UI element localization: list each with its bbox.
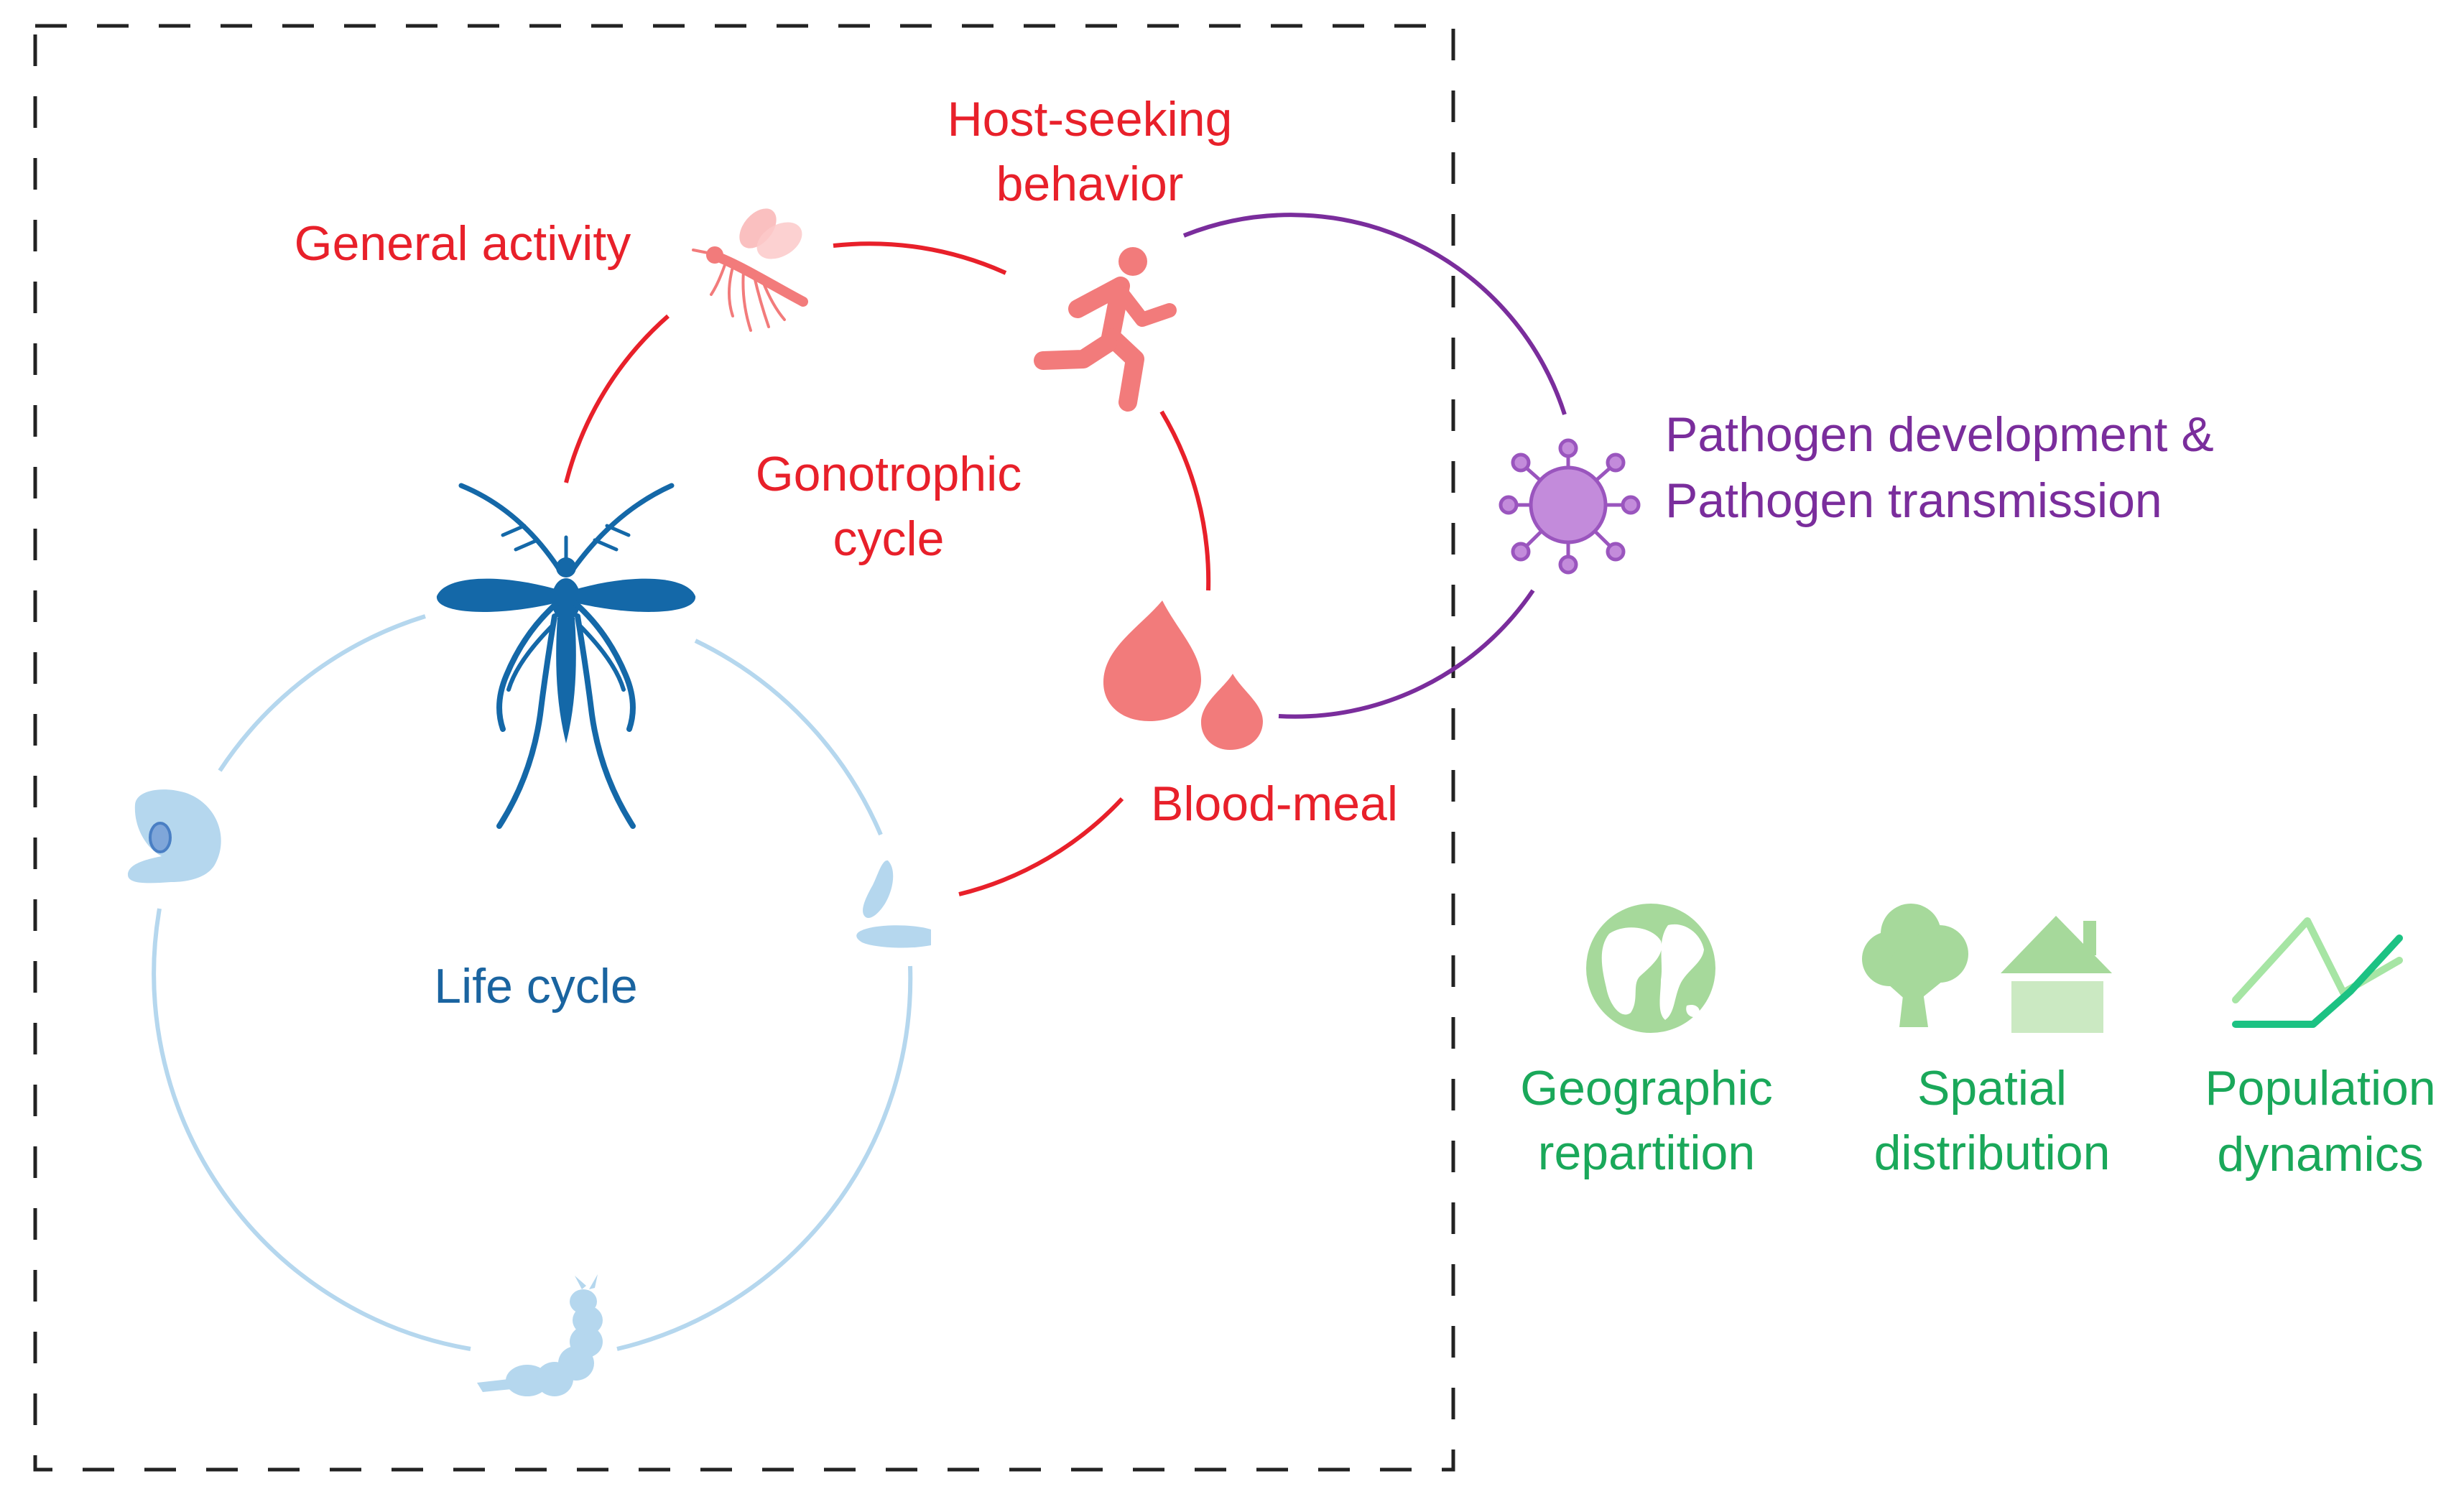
tree-icon [1862, 904, 1968, 1027]
spatial-label-line1: Spatial [1917, 1061, 2067, 1115]
life-cycle-label: Life cycle [434, 959, 637, 1013]
dashed-frame [33, 24, 1455, 1472]
pathogen-ring [1182, 213, 1567, 719]
blood-drops-icon [1103, 600, 1263, 750]
flying-mosquito-icon [692, 208, 808, 332]
gonotrophic-label-line1: Gonotrophic [756, 447, 1022, 501]
pathogen-label-line1: Pathogen development & [1665, 407, 2214, 462]
running-person-icon [1034, 247, 1177, 412]
spatial-label-line2: distribution [1874, 1126, 2111, 1180]
host-seeking-label-line2: behavior [996, 157, 1184, 211]
gonotrophic-cycle-ring [564, 241, 1211, 896]
population-label-line2: dynamics [2217, 1127, 2423, 1182]
pupa-icon [856, 860, 931, 948]
mosquito-icon [436, 483, 696, 829]
life-cycle-ring [152, 614, 913, 1351]
egg-icon [128, 789, 221, 883]
house-icon [2001, 916, 2112, 1033]
population-label-line1: Population [2205, 1061, 2435, 1115]
gonotrophic-label-line2: cycle [833, 511, 945, 566]
pathogen-label-line2: Pathogen transmission [1665, 473, 2162, 528]
geographic-label-line1: Geographic [1520, 1061, 1773, 1115]
virus-icon [1499, 438, 1641, 575]
geographic-label-line2: repartition [1538, 1126, 1755, 1180]
trend-lines-icon [2232, 917, 2403, 1028]
larva-icon [477, 1274, 603, 1396]
blood-meal-label: Blood-meal [1151, 776, 1398, 831]
globe-icon [1586, 904, 1715, 1033]
host-seeking-label-line1: Host-seeking [948, 92, 1233, 147]
general-activity-label: General activity [295, 216, 631, 271]
